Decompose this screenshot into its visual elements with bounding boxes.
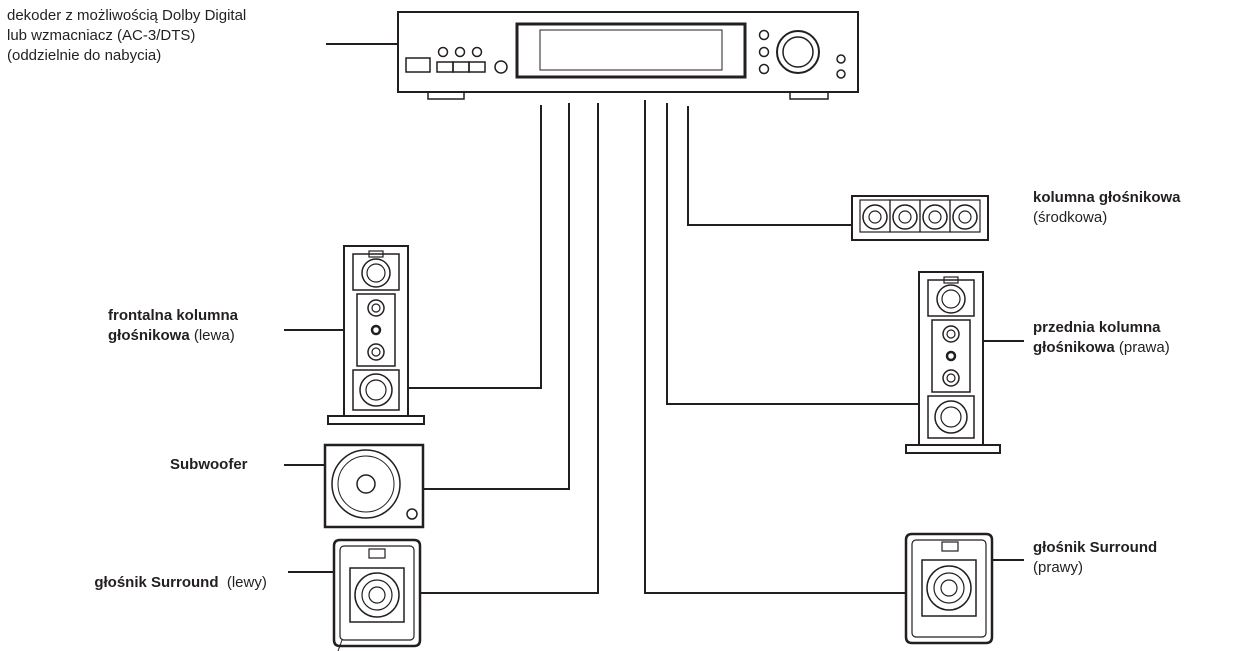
cable-center (687, 106, 852, 226)
surround-right-label: głośnik Surround (prawy) (1033, 538, 1157, 578)
surround-right-label-bold: głośnik Surround (1033, 539, 1158, 556)
front-right-label-bold2: głośnikowa (1033, 339, 1115, 356)
front-right-speaker (905, 271, 1001, 454)
cable-surround-right (644, 100, 906, 594)
surround-right-speaker (904, 532, 994, 645)
cable-front-right (666, 103, 919, 405)
surround-right-label-side: (prawy) (1033, 559, 1084, 576)
front-left-label-side: (lewa) (189, 327, 235, 344)
cable-surround-left (420, 103, 599, 594)
front-right-label-side: (prawa) (1114, 339, 1170, 356)
front-left-label: frontalna kolumna głośnikowa (lewa) (108, 306, 238, 346)
surround-left-label: głośnik Surround (lewy) (86, 553, 267, 593)
front-left-label-bold2: głośnikowa (108, 327, 190, 344)
decoder-receiver-device (397, 11, 859, 100)
front-right-label: przednia kolumna głośnikowa (prawa) (1033, 318, 1170, 358)
cable-front-left (408, 105, 542, 389)
front-right-label-bold1: przednia kolumna (1033, 319, 1161, 336)
surround-left-label-side: (lewy) (218, 574, 267, 591)
front-left-label-bold1: frontalna kolumna (108, 307, 239, 324)
center-speaker (851, 195, 989, 241)
subwoofer-speaker (323, 443, 425, 529)
front-left-speaker (327, 245, 425, 425)
center-label-side: (środkowa) (1033, 209, 1108, 226)
subwoofer-label: Subwoofer (170, 455, 248, 475)
center-label-bold: kolumna głośnikowa (1033, 189, 1181, 206)
decoder-label-line1: dekoder z możliwością Dolby Digital (7, 7, 247, 24)
surround-left-label-bold: głośnik Surround (94, 574, 219, 591)
decoder-label-line3: (oddzielnie do nabycia) (7, 47, 162, 64)
label-leaders (284, 43, 1024, 573)
decoder-label: dekoder z możliwością Dolby Digital lub … (7, 6, 246, 66)
center-label: kolumna głośnikowa (środkowa) (1033, 188, 1181, 228)
decoder-label-line2: lub wzmacniacz (AC-3/DTS) (7, 27, 196, 44)
surround-left-speaker (332, 538, 422, 651)
subwoofer-label-text: Subwoofer (170, 456, 248, 473)
connection-cables (408, 100, 919, 594)
cable-subwoofer (423, 103, 570, 490)
